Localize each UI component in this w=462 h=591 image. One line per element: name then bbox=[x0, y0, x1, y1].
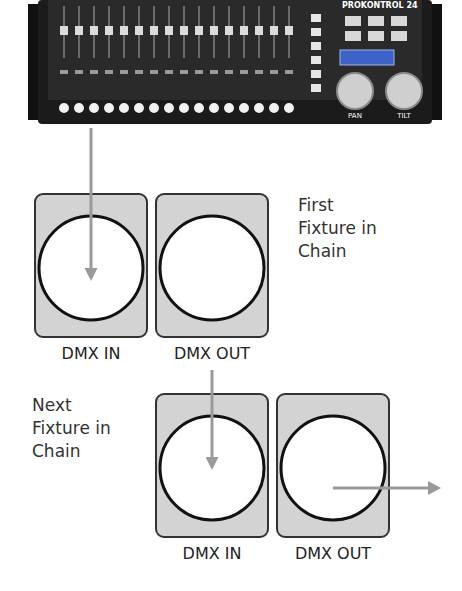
controller-panel: PROKONTROL 24 PAN TILT bbox=[30, 0, 440, 128]
signal-arrow bbox=[90, 128, 93, 275]
fixture-caption: First Fixture in Chain bbox=[298, 194, 380, 263]
xlr-socket bbox=[155, 193, 269, 338]
dmx-port-box: DMX OUT bbox=[276, 393, 390, 564]
socket-ring bbox=[281, 416, 385, 520]
signal-arrow bbox=[211, 370, 214, 464]
bank-buttons bbox=[311, 14, 321, 92]
port-label: DMX OUT bbox=[174, 344, 250, 364]
xlr-socket bbox=[276, 393, 390, 538]
fader-caps bbox=[60, 26, 293, 35]
controller-body bbox=[38, 0, 432, 124]
tilt-wheel bbox=[386, 73, 422, 109]
model-name: PROKONTROL 24 bbox=[342, 1, 422, 11]
dmx-port-box: DMX IN bbox=[155, 393, 269, 564]
channel-marks bbox=[60, 70, 293, 74]
fixture-caption: Next Fixture in Chain bbox=[32, 394, 114, 463]
socket-ring bbox=[160, 416, 264, 520]
port-label: DMX OUT bbox=[295, 544, 371, 564]
socket-ring bbox=[160, 216, 264, 320]
pan-wheel bbox=[337, 73, 373, 109]
function-buttons bbox=[345, 16, 407, 41]
signal-out-line bbox=[333, 487, 429, 490]
port-panel bbox=[276, 393, 390, 538]
signal-out-arrowhead bbox=[428, 481, 441, 495]
wheel-label: PAN bbox=[340, 112, 370, 121]
port-label: DMX IN bbox=[183, 544, 242, 564]
socket-ring bbox=[39, 216, 143, 320]
lcd-display bbox=[340, 50, 394, 65]
dmx-port-box: DMX OUT bbox=[155, 193, 269, 364]
xlr-socket bbox=[155, 393, 269, 538]
wheel-label: TILT bbox=[389, 112, 419, 121]
push-buttons bbox=[59, 103, 294, 113]
dmx-port-box: DMX IN bbox=[34, 193, 148, 364]
port-panel bbox=[34, 193, 148, 338]
port-label: DMX IN bbox=[62, 344, 121, 364]
port-panel bbox=[155, 193, 269, 338]
port-panel bbox=[155, 393, 269, 538]
xlr-socket bbox=[34, 193, 148, 338]
